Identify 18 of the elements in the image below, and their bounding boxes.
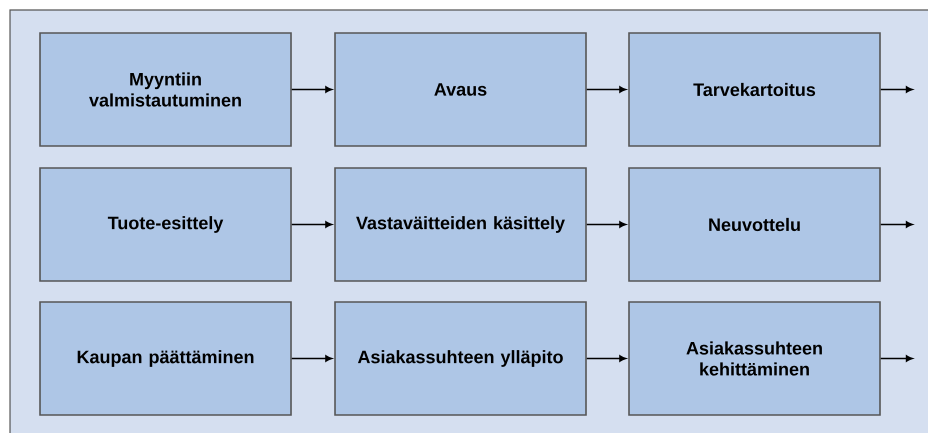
process-box: Vastaväitteiden käsittely xyxy=(334,167,587,282)
process-box: Tarvekartoitus xyxy=(628,32,881,147)
arrow xyxy=(880,86,913,93)
arrow xyxy=(586,86,626,93)
process-box: Myyntiin valmistautuminen xyxy=(39,32,292,147)
process-box: Neuvottelu xyxy=(628,167,881,282)
process-box: Asiakassuhteen kehittäminen xyxy=(628,301,881,416)
arrow xyxy=(292,221,332,228)
arrow xyxy=(292,355,332,362)
arrow xyxy=(586,221,626,228)
arrow xyxy=(880,355,913,362)
arrow xyxy=(880,221,913,228)
process-box: Asiakassuhteen ylläpito xyxy=(334,301,587,416)
arrow xyxy=(292,86,332,93)
process-box: Tuote-esittely xyxy=(39,167,292,282)
process-box: Kaupan päättäminen xyxy=(39,301,292,416)
arrow xyxy=(586,355,626,362)
process-box: Avaus xyxy=(334,32,587,147)
